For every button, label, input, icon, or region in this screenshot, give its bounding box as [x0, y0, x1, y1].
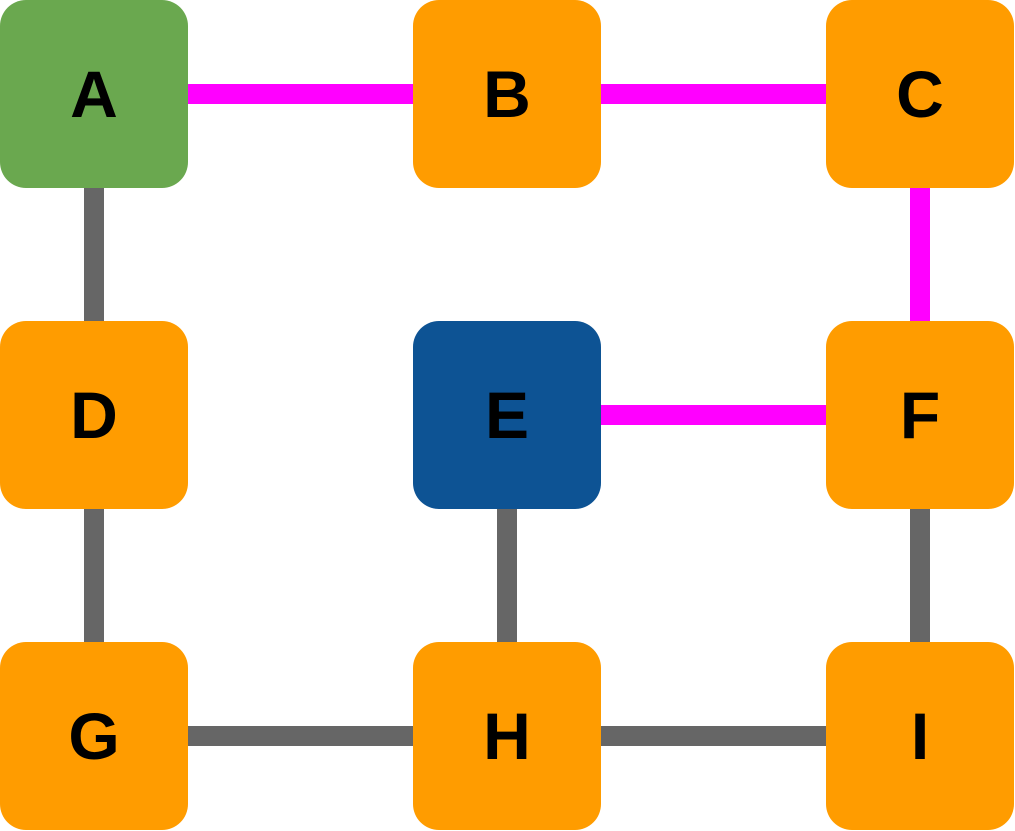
node-label: I [910, 699, 930, 773]
node-label: A [70, 57, 118, 131]
node-label: C [896, 57, 944, 131]
node-g: G [0, 642, 188, 830]
node-i: I [826, 642, 1014, 830]
node-d: D [0, 321, 188, 509]
node-label: D [70, 378, 118, 452]
node-label: G [68, 699, 120, 773]
node-label: B [483, 57, 531, 131]
node-f: F [826, 321, 1014, 509]
node-e: E [413, 321, 601, 509]
node-b: B [413, 0, 601, 188]
node-a: A [0, 0, 188, 188]
node-label: F [899, 378, 941, 452]
node-label: E [484, 378, 530, 452]
node-h: H [413, 642, 601, 830]
node-label: H [483, 699, 531, 773]
node-c: C [826, 0, 1014, 188]
